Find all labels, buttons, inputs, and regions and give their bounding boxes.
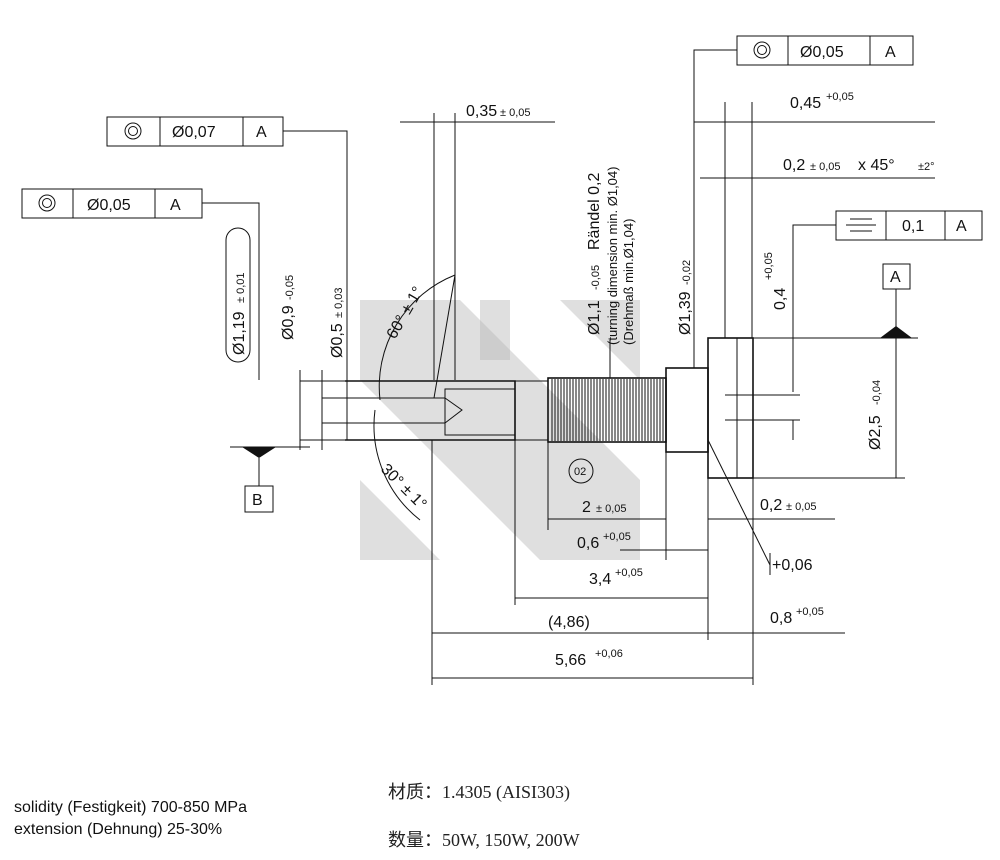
fcf-datum: A — [885, 44, 896, 61]
dim-035: 0,35 ± 0,05 — [400, 103, 555, 380]
svg-text:0,4: 0,4 — [772, 288, 789, 310]
svg-text:± 0,05: ± 0,05 — [786, 501, 817, 513]
svg-text:± 0,01: ± 0,01 — [235, 272, 247, 303]
svg-text:-0,05: -0,05 — [284, 275, 296, 300]
svg-text:02: 02 — [574, 466, 586, 478]
fcf-symmetry-01: 0,1 A — [792, 210, 983, 392]
dim-04: 0,4 +0,05 — [763, 252, 794, 440]
svg-text:0,8: 0,8 — [770, 610, 792, 627]
svg-text:Ø0,5: Ø0,5 — [329, 323, 346, 358]
footer-quantity: 数量：50W, 150W, 200W — [388, 830, 580, 850]
svg-text:(turning dimension min. Ø1,04): (turning dimension min. Ø1,04) — [605, 167, 620, 345]
dim-06: 0,6 +0,05 — [577, 452, 708, 560]
svg-text:3,4: 3,4 — [589, 571, 611, 588]
fcf-value: 0,1 — [902, 218, 924, 235]
fcf-concentricity-005-left: Ø0,05 A — [21, 188, 260, 380]
svg-text:(4,86): (4,86) — [548, 614, 590, 631]
svg-text:+0,05: +0,05 — [603, 531, 631, 543]
dim-dia25: Ø2,5 -0,04 — [753, 338, 905, 479]
svg-text:0,2: 0,2 — [760, 497, 782, 514]
svg-text:0,45: 0,45 — [790, 95, 821, 112]
fcf-concentricity-007: Ø0,07 A — [106, 116, 348, 440]
svg-text:-0,02: -0,02 — [681, 260, 693, 285]
svg-text:5,66: 5,66 — [555, 652, 586, 669]
dim-006: +0,06 — [707, 439, 813, 575]
part-outline — [345, 337, 800, 479]
dim-08: 0,8 +0,05 — [752, 478, 824, 685]
marker-02: 02 — [568, 458, 594, 484]
datum-a: A — [710, 263, 918, 339]
dim-dia05: Ø0,5 ± 0,03 — [321, 287, 346, 450]
svg-text:0,2: 0,2 — [783, 157, 805, 174]
svg-text:+0,05: +0,05 — [763, 252, 775, 280]
svg-text:Ø0,9: Ø0,9 — [280, 305, 297, 340]
svg-text:± 0,05: ± 0,05 — [596, 503, 627, 515]
svg-text:-0,04: -0,04 — [871, 380, 883, 405]
svg-text:Ø1,39: Ø1,39 — [677, 291, 694, 335]
concentricity-icon — [753, 41, 771, 59]
fcf-datum: A — [170, 197, 181, 214]
svg-text:Ø1,1: Ø1,1 — [586, 300, 603, 335]
dim-045: 0,45 +0,05 — [694, 91, 935, 338]
dim-chamfer: 0,2 ± 0,05 x 45° ±2° — [700, 157, 935, 179]
symmetry-icon — [846, 218, 876, 232]
watermark-logo — [360, 300, 640, 560]
svg-text:2: 2 — [582, 499, 591, 516]
dim-2: 2 ± 0,05 — [547, 442, 666, 530]
fcf-concentricity-005-top: Ø0,05 A — [693, 35, 914, 368]
svg-text:± 0,03: ± 0,03 — [333, 287, 345, 318]
fcf-value: Ø0,07 — [172, 124, 216, 141]
svg-text:± 0,05: ± 0,05 — [810, 161, 841, 173]
fcf-value: Ø0,05 — [800, 44, 844, 61]
svg-text:(Drehmaß min.Ø1,04): (Drehmaß min.Ø1,04) — [621, 219, 636, 345]
dim-dia139: Ø1,39 -0,02 — [677, 260, 694, 335]
concentricity-icon — [38, 194, 56, 212]
footer-solidity: solidity (Festigkeit) 700-850 MPa — [14, 799, 247, 816]
svg-text:± 0,05: ± 0,05 — [500, 107, 531, 119]
svg-text:±2°: ±2° — [918, 161, 935, 173]
dim-34: 3,4 +0,05 — [514, 440, 708, 605]
concentricity-icon — [124, 122, 142, 140]
svg-text:-0,05: -0,05 — [590, 265, 602, 290]
footer-extension: extension (Dehnung) 25-30% — [14, 821, 223, 838]
datum-b: B — [230, 446, 310, 513]
svg-text:+0,05: +0,05 — [826, 91, 854, 103]
dim-dia119: Ø1,19 ± 0,01 — [225, 227, 251, 363]
fcf-datum: A — [256, 124, 267, 141]
svg-text:0,6: 0,6 — [577, 535, 599, 552]
dim-knurl: Ø1,1 -0,05 Rändel 0,2 (turning dimension… — [586, 167, 636, 378]
svg-text:Ø1,19: Ø1,19 — [231, 311, 248, 355]
svg-text:+0,06: +0,06 — [595, 648, 623, 660]
dim-566: 5,66 +0,06 — [432, 648, 753, 679]
svg-text:+0,05: +0,05 — [615, 567, 643, 579]
fcf-datum: A — [956, 218, 967, 235]
knurl-pattern — [551, 379, 664, 441]
footer-material: 材质：1.4305 (AISI303) — [388, 782, 570, 802]
svg-text:Rändel 0,2: Rändel 0,2 — [586, 173, 603, 250]
fcf-value: Ø0,05 — [87, 197, 131, 214]
svg-text:x 45°: x 45° — [858, 157, 895, 174]
dim-486: (4,86) — [431, 440, 845, 685]
svg-text:+0,05: +0,05 — [796, 606, 824, 618]
svg-text:A: A — [890, 269, 901, 286]
svg-text:Ø2,5: Ø2,5 — [867, 415, 884, 450]
dim-dia09: Ø0,9 -0,05 — [280, 275, 345, 450]
dim-02-flange: 0,2 ± 0,05 — [708, 497, 835, 520]
svg-text:+0,06: +0,06 — [772, 557, 813, 574]
svg-text:0,35: 0,35 — [466, 103, 497, 120]
svg-text:B: B — [252, 492, 263, 509]
